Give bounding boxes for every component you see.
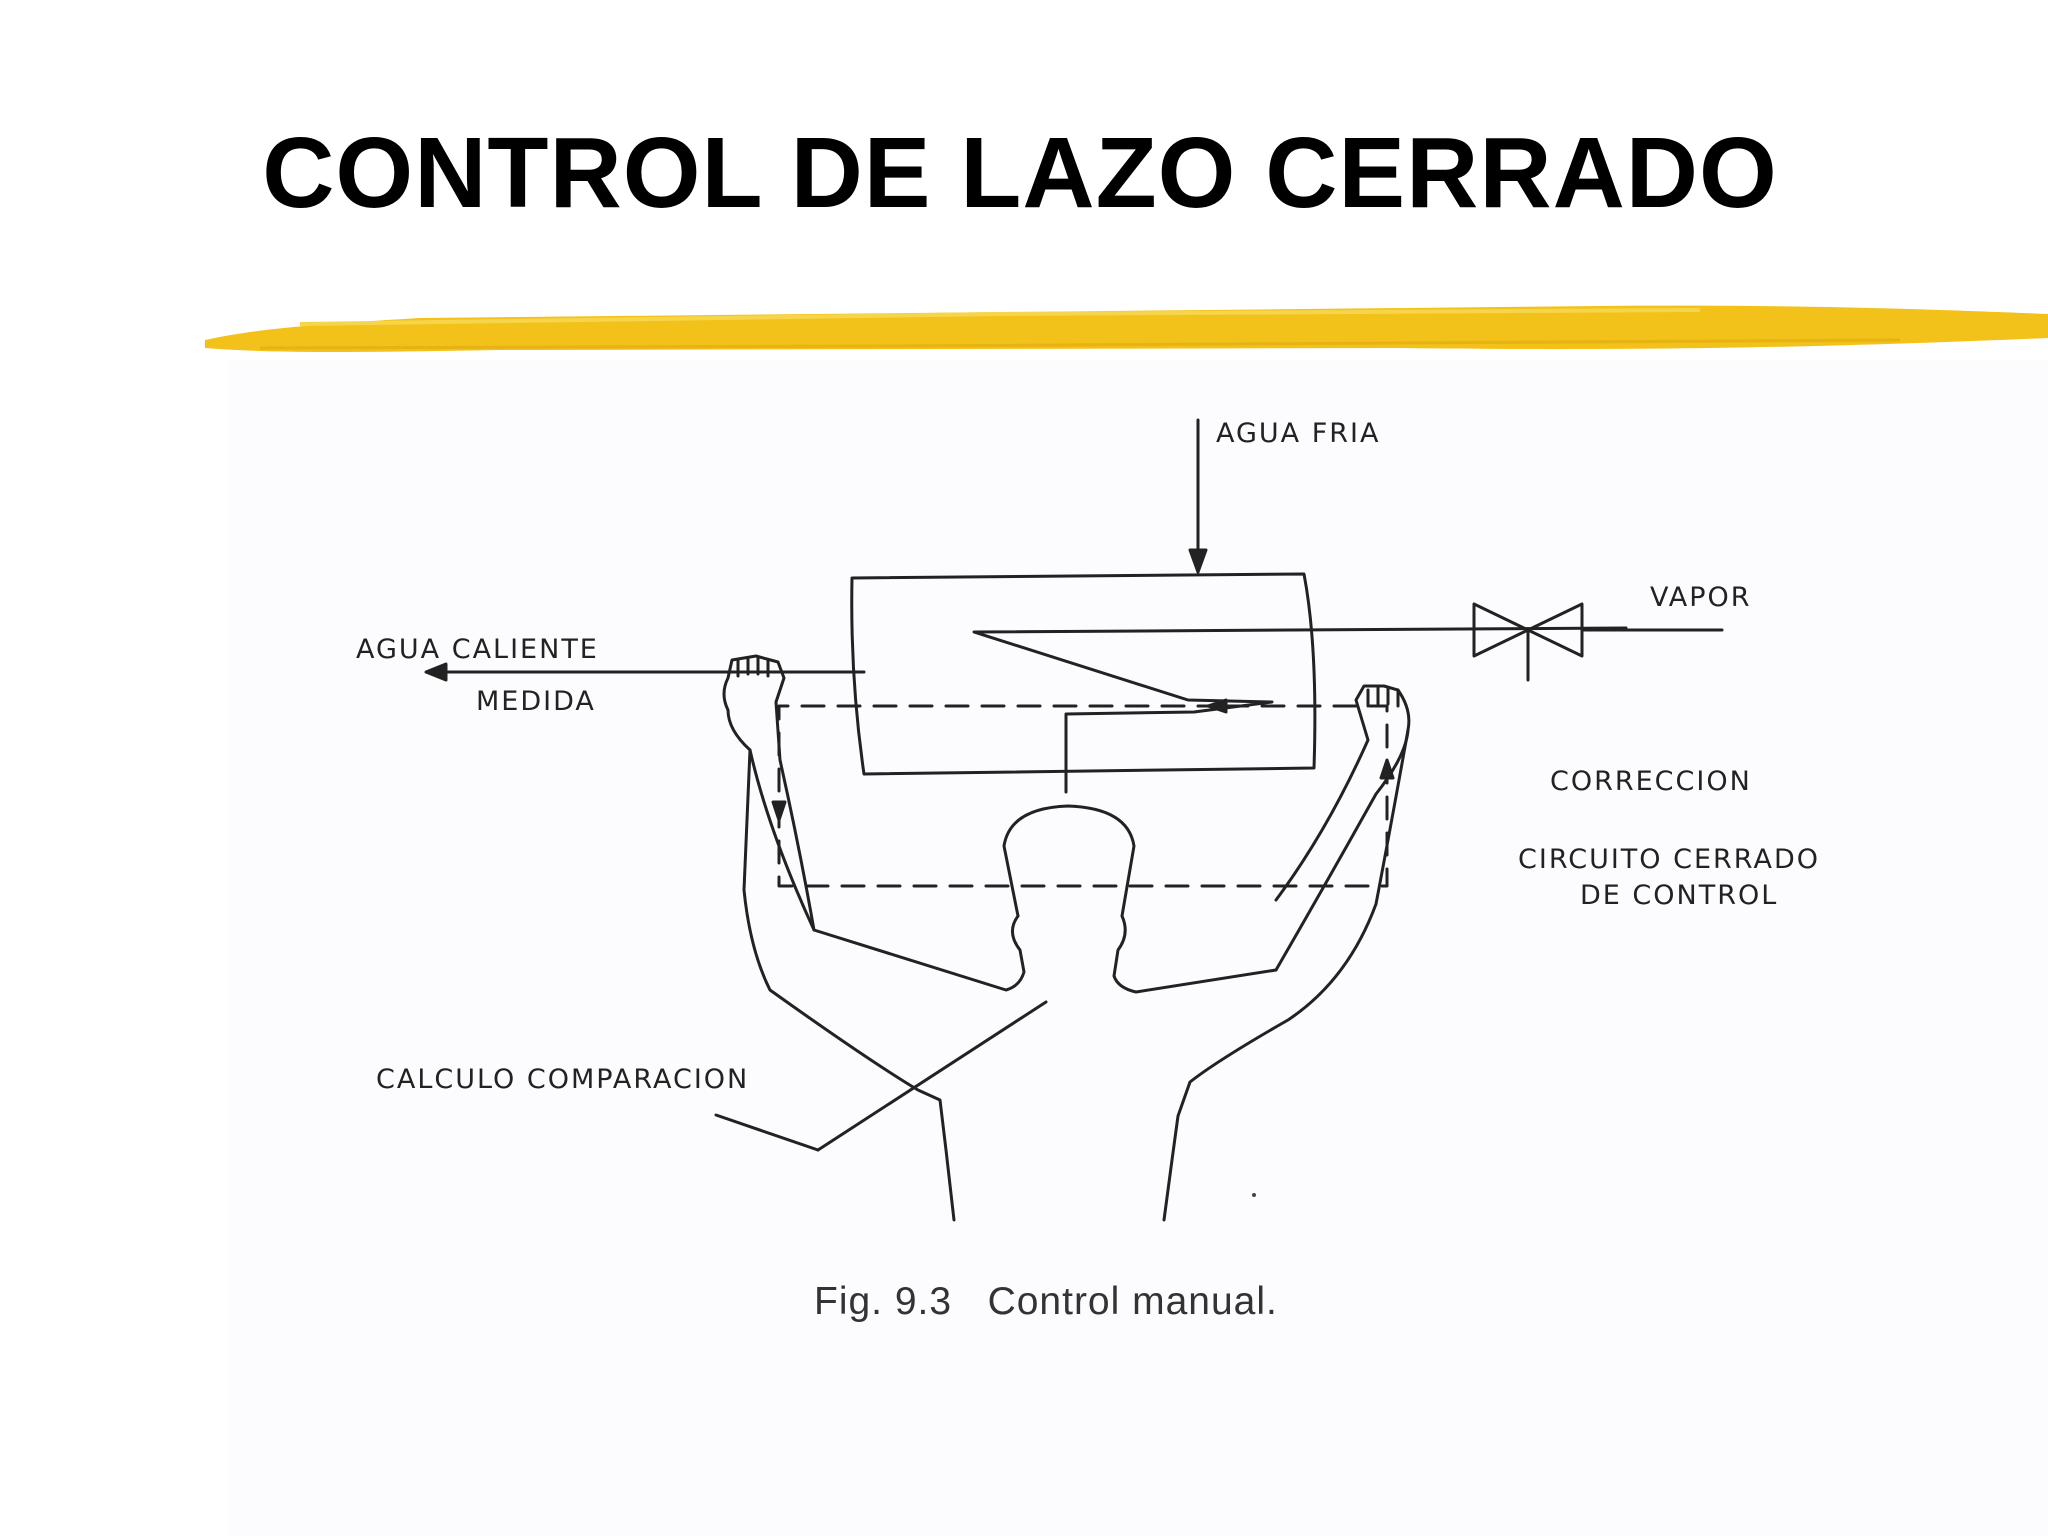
- loop-arrow-left: [771, 800, 787, 822]
- calculo-leader-line-1: [816, 1000, 1048, 1152]
- label-calculo-comparacion: CALCULO COMPARACION: [376, 1064, 749, 1095]
- label-medida: MEDIDA: [476, 686, 596, 717]
- cold-water-inlet-arrow: [1188, 418, 1208, 574]
- steam-valve-icon: [1472, 602, 1724, 682]
- yellow-accent-bar: [205, 305, 2048, 352]
- manual-control-diagram: AGUA FRIA VAPOR AGUA CALIENTE MEDIDA COR…: [356, 418, 1820, 1323]
- label-agua-fria: AGUA FRIA: [1216, 418, 1380, 449]
- figure-caption: Fig. 9.3 Control manual.: [814, 1280, 1278, 1323]
- calculo-leader-line-2: [714, 1113, 820, 1152]
- slide-title: CONTROL DE LAZO CERRADO: [262, 117, 1778, 229]
- label-circuito-line1: CIRCUITO CERRADO: [1518, 844, 1820, 875]
- tank-vessel: [850, 572, 1317, 776]
- loop-arrow-top: [1206, 698, 1228, 714]
- figure-panel: AGUA FRIA VAPOR AGUA CALIENTE MEDIDA COR…: [228, 360, 2048, 1536]
- operator-figure: [722, 654, 1411, 1222]
- hot-water-outlet-arrow: [424, 662, 866, 682]
- control-loop-dashed: [777, 704, 1389, 888]
- label-circuito-line2: DE CONTROL: [1580, 880, 1778, 911]
- label-correccion: CORRECCION: [1550, 766, 1752, 797]
- label-agua-caliente: AGUA CALIENTE: [356, 634, 599, 665]
- heating-coil: [972, 626, 1628, 794]
- operator-head: [1002, 804, 1278, 994]
- label-vapor: VAPOR: [1650, 582, 1752, 613]
